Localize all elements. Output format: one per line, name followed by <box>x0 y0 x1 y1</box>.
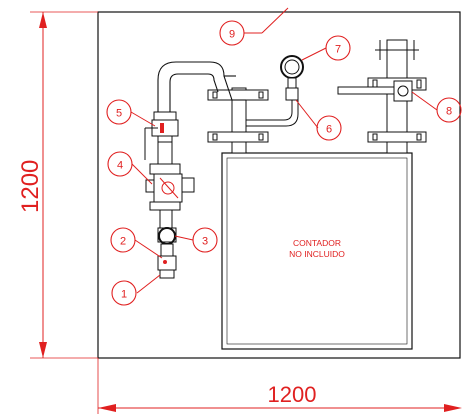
gas-meter: CONTADOR NO INCLUIDO <box>221 152 413 350</box>
callout-6: 6 <box>295 99 342 141</box>
svg-text:1: 1 <box>121 289 127 301</box>
meter-label-line1: CONTADOR <box>293 238 341 248</box>
callout-4: 4 <box>107 151 153 185</box>
gas-filter <box>157 227 177 257</box>
svg-text:3: 3 <box>202 236 208 248</box>
height-dimension-label: 1200 <box>17 160 44 213</box>
callout-5: 5 <box>106 99 156 127</box>
svg-text:7: 7 <box>335 44 341 56</box>
svg-text:9: 9 <box>229 29 235 41</box>
callout-1: 1 <box>111 274 161 306</box>
inlet-ball-valve <box>144 111 179 160</box>
height-dimension: 1200 <box>17 11 98 359</box>
callout-7: 7 <box>301 35 351 61</box>
inlet-fitting <box>157 255 177 279</box>
width-dimension: 1200 <box>97 358 462 414</box>
inlet-riser-pipe <box>157 61 246 118</box>
svg-text:5: 5 <box>116 108 122 120</box>
svg-text:2: 2 <box>120 236 126 248</box>
mounting-panel <box>97 11 461 359</box>
callout-8: 8 <box>411 91 462 123</box>
callout-3: 3 <box>174 227 218 253</box>
outlet-valve-lever <box>337 80 413 102</box>
svg-text:4: 4 <box>117 160 123 172</box>
pressure-gauge <box>246 55 304 127</box>
gas-regulator <box>145 141 195 229</box>
meter-label-line2: NO INCLUIDO <box>289 249 345 259</box>
svg-text:6: 6 <box>326 124 332 136</box>
svg-text:8: 8 <box>446 106 452 118</box>
callout-2: 2 <box>110 227 163 259</box>
width-dimension-label: 1200 <box>268 382 317 407</box>
callout-9: 9 <box>219 7 289 46</box>
